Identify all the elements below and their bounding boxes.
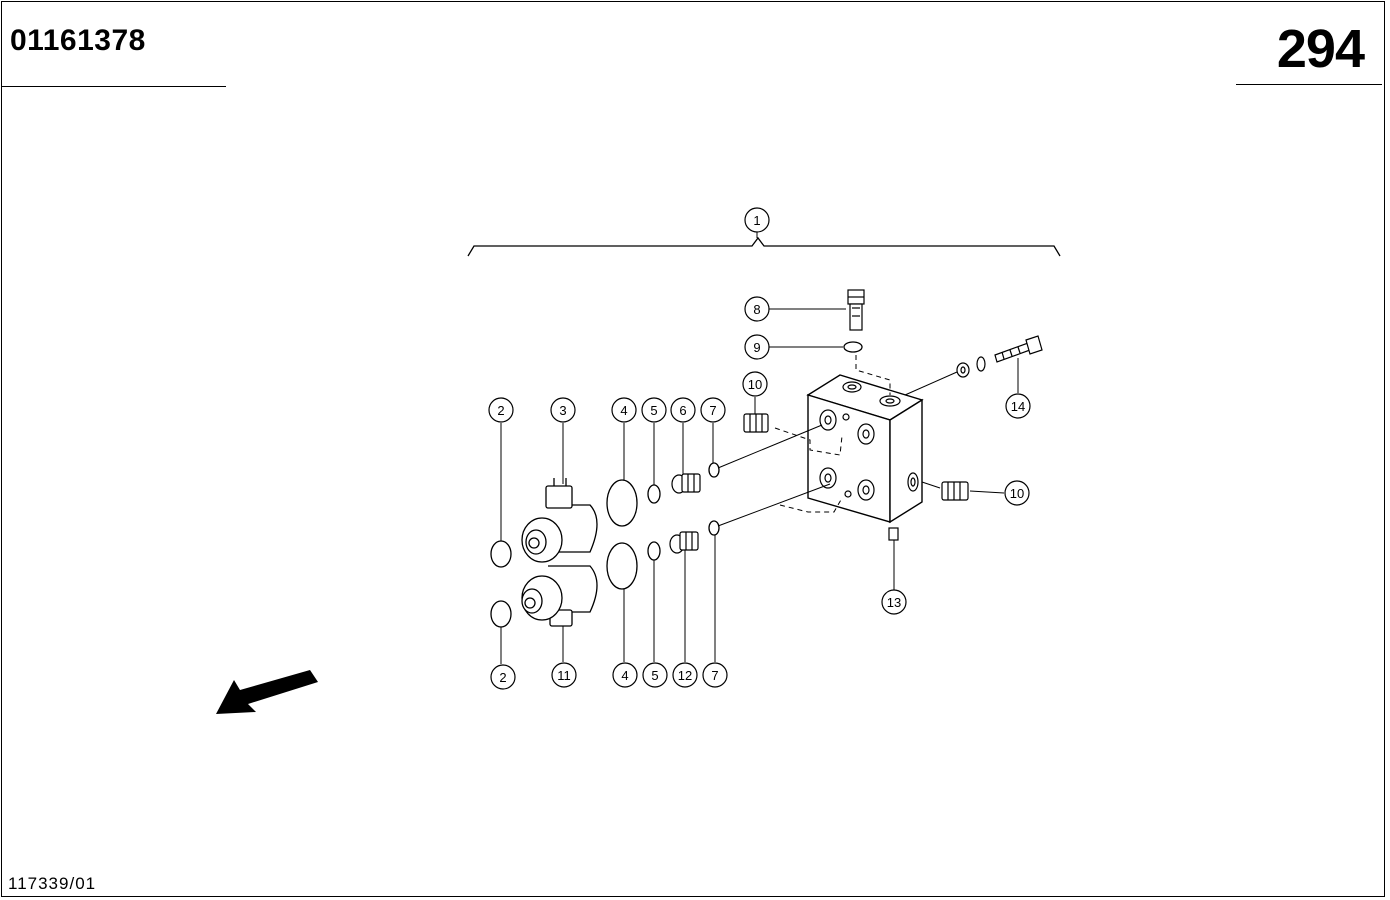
fitting-10-right (941, 481, 969, 501)
part-number: 01161378 (10, 24, 146, 57)
callout-label: 5 (650, 403, 657, 418)
hidden-lines (774, 355, 891, 513)
callout-label: 10 (1010, 486, 1024, 501)
header-rule-right (1236, 84, 1382, 85)
callout-7b: 7 (702, 662, 728, 688)
callout-2a: 2 (488, 397, 514, 423)
header-rule-left (1, 86, 226, 87)
fitting-10-top (743, 413, 769, 433)
callout-label: 2 (499, 670, 506, 685)
solenoid-coil-11 (521, 565, 598, 627)
callout-13: 13 (881, 589, 907, 615)
callout-12: 12 (672, 662, 698, 688)
callout-3: 3 (550, 397, 576, 423)
page-number: 294 (1276, 19, 1365, 79)
callout-2b: 2 (490, 664, 516, 690)
leader-lines (500, 308, 1019, 664)
callout-label: 5 (651, 668, 658, 683)
callout-label: 2 (497, 403, 504, 418)
assembly-lines (717, 371, 958, 527)
callout-11: 11 (551, 662, 577, 688)
callout-label: 7 (709, 403, 716, 418)
callout-label: 10 (748, 377, 762, 392)
direction-arrow (216, 670, 318, 714)
solenoid-coil-3 (521, 478, 598, 563)
callout-4b: 4 (612, 662, 638, 688)
callout-label: 14 (1011, 399, 1025, 414)
fitting-8 (847, 289, 865, 331)
cartridge-6 (671, 473, 701, 494)
o-ring-9 (843, 341, 863, 353)
valve-block-ports (819, 381, 919, 501)
callout-label: 13 (887, 595, 901, 610)
callout-8: 8 (744, 296, 770, 322)
callout-6: 6 (670, 397, 696, 423)
callout-5b: 5 (642, 662, 668, 688)
callout-7a: 7 (700, 397, 726, 423)
callout-label: 9 (753, 340, 760, 355)
callout-label: 1 (753, 213, 760, 228)
callout-label: 4 (620, 403, 627, 418)
callout-label: 7 (711, 668, 718, 683)
callout-label: 3 (559, 403, 566, 418)
callout-label: 6 (679, 403, 686, 418)
bolt-14 (956, 335, 1043, 378)
valve-block (806, 374, 924, 524)
callout-9: 9 (744, 334, 770, 360)
callout-14: 14 (1005, 393, 1031, 419)
callout-label: 12 (678, 668, 692, 683)
callout-10a: 10 (742, 371, 768, 397)
assembly-bracket (467, 236, 1061, 257)
callout-label: 11 (557, 668, 571, 683)
callout-label: 8 (753, 302, 760, 317)
callout-10b: 10 (1004, 480, 1030, 506)
callout-5a: 5 (641, 397, 667, 423)
drawing-reference: 117339/01 (8, 874, 97, 893)
cartridge-12 (669, 531, 699, 554)
plug-13 (888, 527, 899, 541)
callout-1: 1 (744, 207, 770, 233)
callout-label: 4 (621, 668, 628, 683)
callout-4a: 4 (611, 397, 637, 423)
